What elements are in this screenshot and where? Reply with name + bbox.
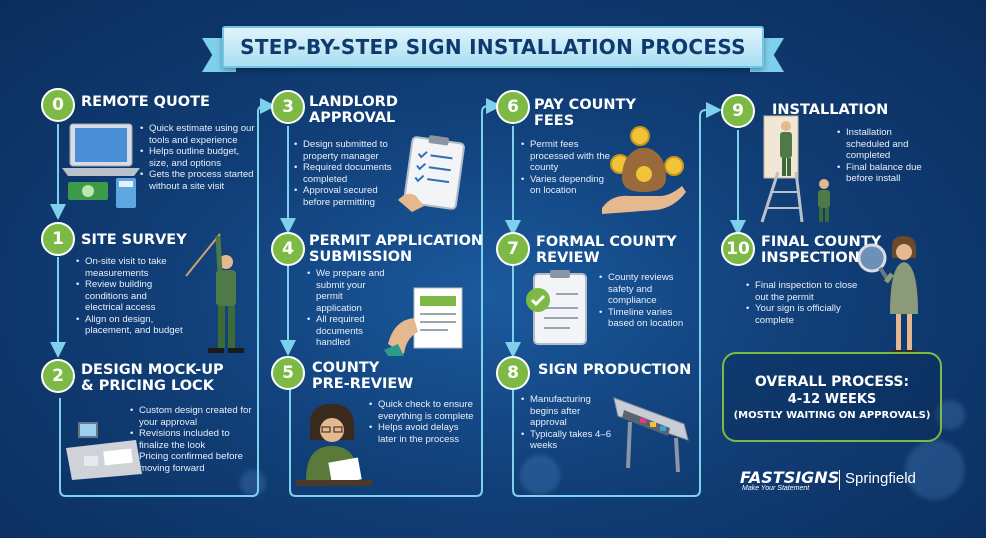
step-bullets-8: Manufacturing begins after approvalTypic… xyxy=(521,394,617,452)
installers-on-ladder-icon xyxy=(760,115,830,223)
step-title-0: REMOTE QUOTE xyxy=(81,94,210,110)
step-bullets-10: Final inspection to close out the permit… xyxy=(746,280,866,326)
page-title: STEP-BY-STEP SIGN INSTALLATION PROCESS xyxy=(240,35,746,59)
step-title-3: LANDLORD APPROVAL xyxy=(309,94,398,126)
step-title-10: FINAL COUNTY INSPECTION xyxy=(761,234,882,266)
step-bullets-3: Design submitted to property managerRequ… xyxy=(294,139,406,208)
step-title-4: PERMIT APPLICATION SUBMISSION xyxy=(309,233,484,265)
step-bullets-5: Quick check to ensure everything is comp… xyxy=(369,399,475,445)
clipboard-checklist-icon xyxy=(398,135,465,212)
step-number-6: 6 xyxy=(496,90,530,124)
step-title-1: SITE SURVEY xyxy=(81,232,187,248)
step-title-5: COUNTY PRE-REVIEW xyxy=(312,360,414,392)
overall-process-note: (MOSTLY WAITING ON APPROVALS) xyxy=(733,409,931,421)
brand-divider xyxy=(839,470,840,490)
overall-process-duration: 4-12 WEEKS xyxy=(787,391,877,407)
step-number-0: 0 xyxy=(41,88,75,122)
overall-process-label: OVERALL PROCESS: xyxy=(754,373,910,390)
bokeh-light xyxy=(905,440,965,500)
step-number-8: 8 xyxy=(496,356,530,390)
step-number-5: 5 xyxy=(271,356,305,390)
step-title-2: DESIGN MOCK-UP & PRICING LOCK xyxy=(81,362,224,394)
step-bullets-7: County reviews safety and complianceTime… xyxy=(599,272,695,330)
step-number-9: 9 xyxy=(721,94,755,128)
step-number-2: 2 xyxy=(41,359,75,393)
step-title-9: INSTALLATION xyxy=(772,102,889,118)
step-title-6: PAY COUNTY FEES xyxy=(534,97,636,129)
step-number-1: 1 xyxy=(41,222,75,256)
brand-logo: FASTSIGNS Make Your Statement Springfiel… xyxy=(740,468,930,496)
step-bullets-4: We prepare and submit your permit applic… xyxy=(307,268,387,349)
step-bullets-0: Quick estimate using our tools and exper… xyxy=(140,123,255,192)
step-number-3: 3 xyxy=(271,90,305,124)
inspector-with-magnifier-icon xyxy=(858,236,918,355)
design-desk-icon xyxy=(66,422,142,480)
surveyor-with-tape-icon xyxy=(185,233,244,353)
step-number-7: 7 xyxy=(496,232,530,266)
step-bullets-2: Custom design created for your approvalR… xyxy=(130,405,255,474)
step-bullets-1: On-site visit to take measurementsReview… xyxy=(76,256,186,337)
step-bullets-9: Installation scheduled and completedFina… xyxy=(837,127,929,185)
brand-name: FASTSIGNS xyxy=(740,468,840,487)
approved-clipboard-icon xyxy=(526,270,587,345)
brand-tagline: Make Your Statement xyxy=(742,485,810,492)
step-title-7: FORMAL COUNTY REVIEW xyxy=(536,234,677,266)
laptop-with-calculator-icon xyxy=(62,123,140,208)
large-format-printer-icon xyxy=(613,397,689,473)
step-number-4: 4 xyxy=(271,232,305,266)
reviewer-at-desk-icon xyxy=(296,404,372,486)
step-bullets-6: Permit fees processed with the countyVar… xyxy=(521,139,613,197)
money-bag-hand-icon xyxy=(602,126,686,214)
overall-process-box: OVERALL PROCESS: 4-12 WEEKS (MOSTLY WAIT… xyxy=(722,352,942,442)
step-title-8: SIGN PRODUCTION xyxy=(538,362,692,378)
brand-location: Springfield xyxy=(845,470,916,487)
bokeh-light xyxy=(520,455,560,495)
permit-document-hand-icon xyxy=(384,287,463,356)
title-banner: STEP-BY-STEP SIGN INSTALLATION PROCESS xyxy=(222,26,764,68)
step-number-10: 10 xyxy=(721,232,755,266)
